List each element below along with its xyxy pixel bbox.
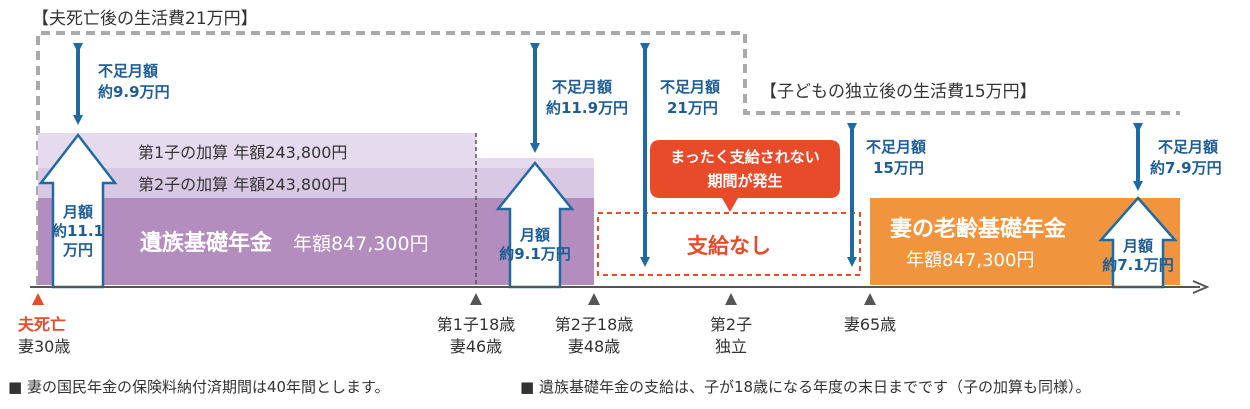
timeline-axis-arrowhead bbox=[1192, 280, 1210, 294]
monthly-3-line2: 約7.1万円 bbox=[1102, 256, 1174, 274]
shortfall-3-line1: 不足月額 bbox=[660, 78, 720, 96]
no-payment-box bbox=[597, 212, 861, 276]
survivor-pension-label: 遺族基礎年金 bbox=[140, 230, 273, 256]
timeline-1-line2: 妻46歳 bbox=[450, 337, 502, 356]
callout-line2: 期間が発生 bbox=[707, 172, 782, 190]
shortfall-2-line1: 不足月額 bbox=[552, 78, 612, 96]
monthly-1-line3: 万円 bbox=[62, 241, 93, 259]
shortfall-5-line2: 約7.9万円 bbox=[1150, 159, 1222, 177]
child1-addition-label: 第1子の加算 年額243,800円 bbox=[138, 143, 347, 162]
shortfall-3-line2: 21万円 bbox=[667, 99, 718, 117]
marker-husband-death bbox=[32, 293, 44, 305]
monthly-2-line1: 月額 bbox=[519, 226, 550, 244]
timeline-3-line2: 独立 bbox=[715, 337, 747, 356]
shortfall-1-line1: 不足月額 bbox=[98, 62, 158, 80]
callout-line1: まったく支給されない bbox=[670, 148, 819, 166]
timeline-4-line1: 妻65歳 bbox=[844, 315, 896, 334]
footer-note-2: ■ 遺族基礎年金の支給は、子が18歳になる年度の末日までです（子の加算も同様）。 bbox=[520, 378, 1091, 396]
timeline-1-line1: 第1子18歳 bbox=[437, 315, 516, 334]
timeline-0-line1: 夫死亡 bbox=[18, 315, 66, 334]
monthly-3-line1: 月額 bbox=[1122, 237, 1153, 255]
living-cost-21-title: 【夫死亡後の生活費21万円】 bbox=[32, 9, 258, 29]
shortfall-5-line1: 不足月額 bbox=[1158, 138, 1218, 156]
child2-addition-bar bbox=[38, 168, 594, 198]
shortfall-4-line1: 不足月額 bbox=[866, 138, 926, 156]
shortfall-4-line2: 15万円 bbox=[873, 159, 924, 177]
timeline-2-line2: 妻48歳 bbox=[568, 337, 620, 356]
footer-note-1: ■ 妻の国民年金の保険料納付済期間は40年間とします。 bbox=[8, 378, 390, 396]
monthly-1-line1: 月額 bbox=[62, 203, 93, 221]
marker-child1-18 bbox=[470, 293, 482, 305]
no-payment-label: 支給なし bbox=[687, 234, 771, 258]
monthly-2-line2: 約9.1万円 bbox=[499, 245, 571, 263]
timeline-3-line1: 第2子 bbox=[710, 315, 752, 334]
survivor-pension-amount: 年額847,300円 bbox=[293, 233, 429, 255]
marker-child2-indep bbox=[725, 293, 737, 305]
marker-child2-18 bbox=[588, 293, 600, 305]
timeline-0-line2: 妻30歳 bbox=[18, 337, 70, 356]
old-age-pension-label: 妻の老齢基礎年金 bbox=[890, 216, 1067, 242]
marker-wife-65 bbox=[864, 293, 876, 305]
old-age-pension-amount: 年額847,300円 bbox=[906, 250, 1034, 271]
shortfall-2-line2: 約11.9万円 bbox=[546, 99, 628, 117]
child2-addition-label: 第2子の加算 年額243,800円 bbox=[138, 175, 347, 194]
living-cost-21-line bbox=[36, 31, 1180, 285]
timeline-2-line1: 第2子18歳 bbox=[555, 315, 634, 334]
monthly-1-line2: 約11.1 bbox=[52, 222, 104, 240]
living-cost-15-title: 【子どもの独立後の生活費15万円】 bbox=[760, 82, 1037, 102]
shortfall-1-line2: 約9.9万円 bbox=[98, 83, 170, 101]
survivor-pension-bar bbox=[38, 198, 594, 285]
callout-bubble bbox=[650, 140, 840, 212]
child1-addition-bar bbox=[38, 133, 476, 168]
